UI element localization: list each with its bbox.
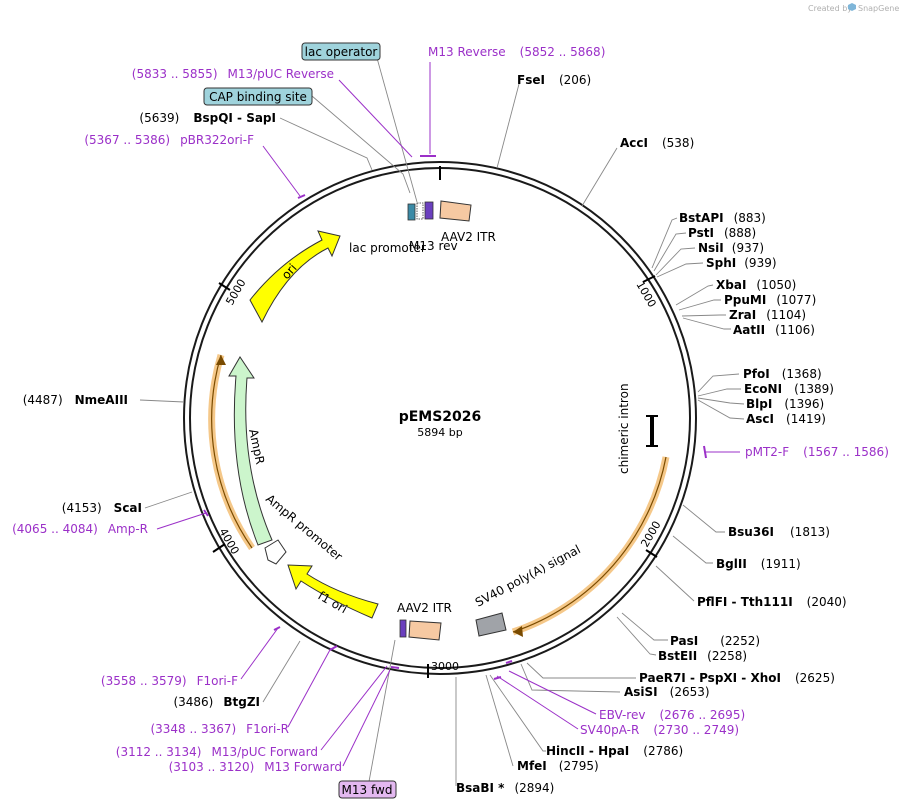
enzyme-label: BstEII(2258) (658, 649, 747, 663)
enzyme-label: PstI(888) (688, 226, 756, 240)
callout-cap-binding-site[interactable]: CAP binding site (203, 87, 313, 106)
ruler-label-5000: 5000 (223, 277, 248, 308)
primer-label: pMT2-F(1567 .. 1586) (745, 445, 889, 459)
enzyme-label: MfeI(2795) (517, 759, 599, 773)
ruler-label-3000: 3000 (431, 660, 459, 673)
ruler-label-1000: 1000 (633, 279, 658, 310)
enzyme-label: ZraI(1104) (729, 308, 806, 322)
enzyme-label: NsiI(937) (698, 241, 764, 255)
enzyme-label: HincII - HpaI(2786) (546, 744, 683, 758)
enzyme-labels-left: (3486)BtgZI (4153)ScaI (4487)NmeAIII (56… (23, 111, 276, 709)
m13-rev-label: M13 rev (409, 239, 458, 253)
primer-label: (4065 .. 4084)Amp-R (12, 522, 148, 536)
primer-label: (3558 .. 3579)F1ori-F (101, 674, 238, 688)
callout-label: CAP binding site (209, 90, 307, 104)
enzyme-label: PpuMI(1077) (724, 293, 816, 307)
callout-label: lac operator (305, 45, 378, 59)
ori-arrow (249, 230, 341, 324)
ampr-arrow (228, 356, 273, 546)
enzyme-label: FseI(206) (517, 73, 591, 87)
callout-label: M13 fwd (342, 783, 393, 797)
ampr-promoter-arrow (264, 539, 287, 565)
enzyme-label: PasI(2252) (670, 634, 760, 648)
leader-lines (139, 57, 745, 788)
sv40-label: SV40 poly(A) signal (473, 542, 583, 609)
highlight-arc-right-line (512, 456, 667, 633)
m13-fwd-box (399, 619, 407, 638)
primer-label: (5367 .. 5386)pBR322ori-F (84, 133, 254, 147)
primer-label: (3103 .. 3120)M13 Forward (169, 760, 342, 774)
highlight-arrowhead-right (513, 626, 523, 637)
enzyme-label: BsaBI *(2894) (456, 781, 554, 795)
enzyme-label: XbaI(1050) (716, 278, 796, 292)
aav2-itr-top-box (439, 200, 472, 222)
enzyme-label: AccI(538) (620, 136, 694, 150)
lac-promoter-box (407, 203, 416, 221)
primer-label: EBV-rev(2676 .. 2695) (599, 708, 745, 722)
callout-lac-operator[interactable]: lac operator (301, 42, 381, 61)
enzyme-label: (5639)BspQI - SapI (139, 111, 276, 125)
enzyme-label: AatII(1106) (733, 323, 815, 337)
credit-brand: SnapGene (858, 4, 899, 13)
primer-label: SV40pA-R(2730 .. 2749) (580, 723, 739, 737)
enzyme-label: AscI(1419) (746, 412, 826, 426)
primer-label: (3112 .. 3134)M13/pUC Forward (116, 745, 318, 759)
lac-promoter-label: lac promoter (349, 241, 426, 255)
chimeric-intron-mark (646, 415, 658, 447)
highlight-arc-left-line (211, 354, 253, 549)
callout-m13-fwd[interactable]: M13 fwd (338, 780, 397, 799)
aav2-itr-top-label: AAV2 ITR (441, 230, 496, 244)
enzyme-label: PaeR7I - PspXI - XhoI(2625) (639, 671, 835, 685)
enzyme-label: (4487)NmeAIII (23, 393, 128, 407)
enzyme-label: AsiSI(2653) (624, 685, 710, 699)
primer-label: (3348 .. 3367)F1ori-R (150, 722, 289, 736)
plasmid-name: pEMS2026 (399, 409, 482, 425)
backbone-outer-ring (183, 161, 697, 675)
primer-label: (5833 .. 5855)M13/pUC Reverse (132, 67, 334, 81)
aav2-itr-bottom-box (408, 620, 442, 641)
enzyme-label: Bsu36I(1813) (728, 525, 830, 539)
aav2-itr-bottom-label: AAV2 ITR (397, 601, 452, 615)
sv40-box (475, 612, 507, 637)
enzyme-label: BstAPI(883) (679, 211, 766, 225)
m13-rev-box (424, 201, 434, 220)
primer-labels: M13 Reverse(5852 .. 5868) pMT2-F(1567 ..… (12, 45, 889, 774)
lac-operator-box (416, 202, 424, 220)
enzyme-label: SphI(939) (706, 256, 777, 270)
ruler-ticks (212, 166, 658, 678)
snapgene-logo-icon (848, 3, 856, 11)
enzyme-label: (3486)BtgZI (173, 695, 260, 709)
plasmid-length: 5894 bp (417, 426, 462, 439)
enzyme-label: (4153)ScaI (62, 501, 142, 515)
primer-label: M13 Reverse(5852 .. 5868) (428, 45, 605, 59)
highlight-arrowhead-left (216, 355, 226, 365)
enzyme-label: EcoNI(1389) (744, 382, 834, 396)
enzyme-label: PflFI - Tth111I(2040) (697, 595, 847, 609)
enzyme-label: BglII(1911) (716, 557, 801, 571)
enzyme-labels-right: FseI(206) AccI(538) BstAPI(883) PstI(888… (456, 73, 847, 795)
chimeric-intron-label: chimeric intron (617, 383, 631, 474)
enzyme-label: PfoI(1368) (743, 367, 822, 381)
f1-ori-arrow (287, 564, 379, 619)
enzyme-label: BlpI(1396) (746, 397, 824, 411)
credit-prefix: Created by (808, 4, 852, 13)
primer-marks (156, 62, 740, 767)
